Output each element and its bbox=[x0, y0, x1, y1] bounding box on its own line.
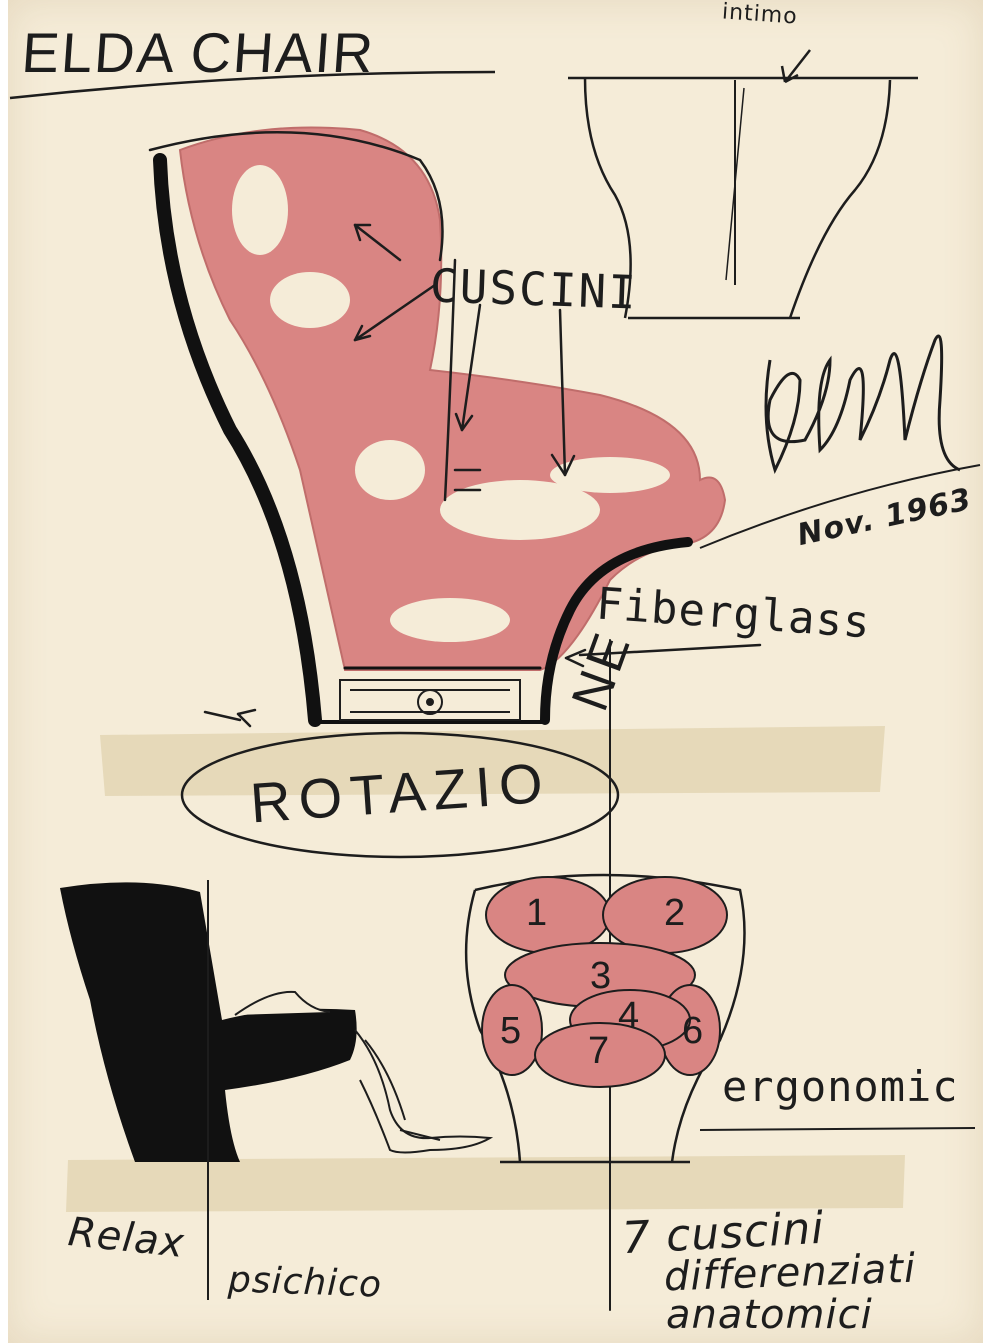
cushion-number-7: 7 bbox=[588, 1030, 610, 1073]
label-psichico: psichico bbox=[227, 1259, 382, 1305]
cushion-number-5: 5 bbox=[500, 1010, 522, 1053]
cushion-number-3: 3 bbox=[590, 955, 612, 998]
cushion-number-4: 4 bbox=[618, 995, 640, 1038]
tape-strip-bottom bbox=[66, 1155, 905, 1212]
sketch-title: ELDA CHAIR bbox=[20, 20, 378, 85]
cushion-number-6: 6 bbox=[682, 1010, 704, 1053]
cushion-number-2: 2 bbox=[664, 892, 686, 935]
label-intimo: intimo bbox=[721, 0, 798, 30]
swivel-base bbox=[340, 680, 520, 720]
label-ergonomic: ergonomic bbox=[722, 1062, 959, 1111]
cushion-number-1: 1 bbox=[526, 892, 548, 935]
label-cuscini-count-3: anatomici bbox=[666, 1292, 873, 1338]
label-cuscini: CUSCINI bbox=[429, 258, 639, 319]
